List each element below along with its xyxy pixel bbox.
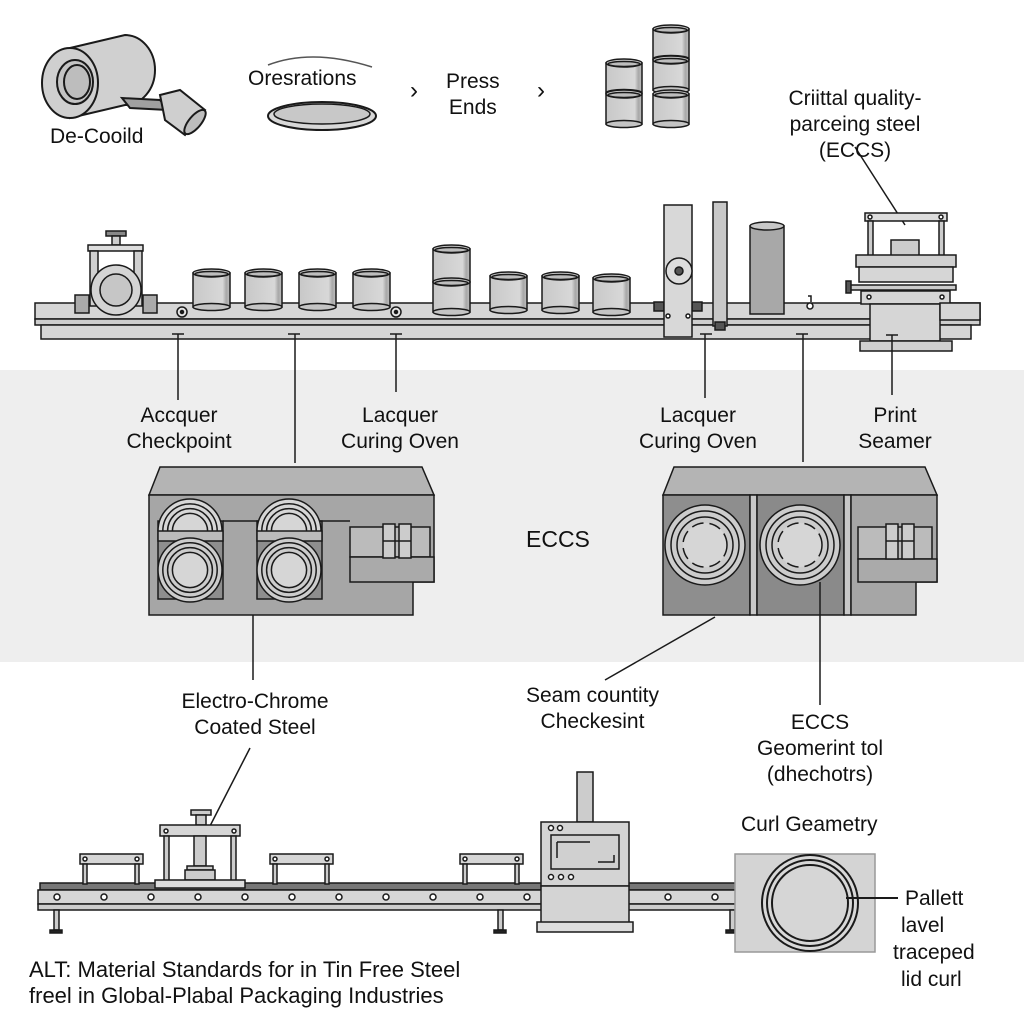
decoiler-machine xyxy=(74,230,158,316)
label-line: Curing Oven xyxy=(639,430,757,453)
can-end-disc-icon xyxy=(267,56,377,131)
coil-icon xyxy=(759,504,841,586)
bolt xyxy=(711,893,719,901)
label-line: Checkpoint xyxy=(126,430,232,453)
stacked-can xyxy=(652,55,690,95)
label-line: ECCS xyxy=(790,711,850,734)
label-eccs-geometry-tolerance: ECCS Geomerint tol (dhechotrs) xyxy=(740,710,900,788)
callout-line-coated-steel xyxy=(209,747,251,827)
label-line: Seam countity xyxy=(525,684,660,707)
label-operations: Oresrations xyxy=(248,67,357,90)
label-line: Lacquer xyxy=(660,404,736,427)
lower-conveyor-stands xyxy=(79,853,524,885)
label-line: parceing steel xyxy=(789,113,921,136)
label-print-seamer: Print Seamer xyxy=(840,403,950,455)
label-line: Seamer xyxy=(858,430,932,453)
label-line: lavel xyxy=(901,914,945,937)
conveyor-bolts xyxy=(176,306,402,318)
label-line: Curing Oven xyxy=(341,430,459,453)
coil-icon xyxy=(256,537,322,603)
label-line: Pallett xyxy=(905,887,964,910)
oven-left-coils xyxy=(157,498,323,603)
label-line: Print xyxy=(873,404,917,427)
upper-conveyor-cans xyxy=(192,244,631,317)
callout-line xyxy=(854,146,906,226)
label-line: Geomerint tol xyxy=(756,737,884,760)
lacquer-applicator-tower xyxy=(653,201,814,338)
label-leader-lines xyxy=(172,333,898,463)
stacked-can xyxy=(605,89,643,129)
label-pallet-level-lid-curl: Pallett lavel traceped lid curl xyxy=(893,885,975,993)
caption-line: freel in Global-Plabal Packaging Industr… xyxy=(29,983,444,1008)
bolt xyxy=(241,893,249,901)
bolt xyxy=(100,893,108,901)
label-electro-chrome-coated-steel: Electro-Chrome Coated Steel xyxy=(160,689,350,741)
bolt xyxy=(147,893,155,901)
coil-icon xyxy=(157,537,223,603)
bolt xyxy=(476,893,484,901)
conveyor-can xyxy=(489,271,528,315)
label-line: Coated Steel xyxy=(194,716,316,739)
diagram-caption: ALT: Material Standards for in Tin Free … xyxy=(29,957,460,1009)
lower-conveyor-bolts xyxy=(53,893,719,901)
label-curl-geometry: Curl Geametry xyxy=(741,813,878,836)
seam-inspection-cabinet xyxy=(536,771,634,933)
conveyor-stand xyxy=(459,853,524,885)
label-line: (ECCS) xyxy=(818,139,892,162)
label-critical-quality-steel: Criittal quality- parceing steel (ECCS) xyxy=(770,86,940,164)
conveyor-stand xyxy=(79,853,144,885)
label-line: Ends xyxy=(448,96,497,119)
bolt xyxy=(288,893,296,901)
label-line: Lacquer xyxy=(362,404,438,427)
stacked-cans-icon xyxy=(605,24,690,129)
label-lacquer-curing-oven-left: Lacquer Curing Oven xyxy=(320,403,480,455)
print-seamer-machine xyxy=(845,212,981,352)
coil-icon xyxy=(157,498,223,532)
coil-icon xyxy=(664,504,746,586)
label-press-ends: Press Ends xyxy=(446,69,500,121)
conveyor-can xyxy=(244,268,283,312)
conveyor-can xyxy=(298,268,337,312)
label-line: Accquer xyxy=(140,404,218,427)
arrow-icon: › xyxy=(410,77,418,104)
label-line: lid curl xyxy=(901,968,962,991)
oven-right-coils xyxy=(664,504,841,586)
label-line: Checkesint xyxy=(540,710,645,733)
label-line: Criittal quality- xyxy=(788,87,922,110)
conveyor-can xyxy=(541,271,580,315)
curing-oven-right xyxy=(604,466,939,705)
arrow-icon: › xyxy=(537,77,545,104)
label-seam-quality-checkpoint: Seam countity Checkesint xyxy=(505,683,680,735)
label-line: traceped xyxy=(893,941,975,964)
label-lacquer-checkpoint: Accquer Checkpoint xyxy=(104,403,254,455)
bolt xyxy=(523,893,531,901)
conveyor-can xyxy=(592,273,631,317)
steel-coil-icon xyxy=(41,33,207,137)
bolt xyxy=(53,893,61,901)
coil-icon xyxy=(256,498,322,532)
label-decoil: De-Cooild xyxy=(50,125,144,148)
lower-conveyor xyxy=(37,882,761,934)
label-line: (dhechotrs) xyxy=(766,763,874,786)
conveyor-can xyxy=(432,277,471,317)
label-lacquer-curing-oven-right: Lacquer Curing Oven xyxy=(618,403,778,455)
stacked-can xyxy=(652,89,690,129)
conveyor-can xyxy=(352,268,391,312)
label-line: Press xyxy=(446,70,500,93)
bolt xyxy=(429,893,437,901)
caption-line: ALT: Material Standards for in Tin Free … xyxy=(29,957,461,982)
label-eccs-center: ECCS xyxy=(526,526,590,552)
bolt xyxy=(335,893,343,901)
label-line: Electro-Chrome xyxy=(181,690,329,713)
conveyor-stand xyxy=(269,853,334,885)
curl-geometry-panel xyxy=(734,853,898,953)
bolt xyxy=(664,893,672,901)
bolt xyxy=(382,893,390,901)
bolt xyxy=(194,893,202,901)
lower-press-machine xyxy=(154,809,246,889)
conveyor-can xyxy=(192,268,231,312)
